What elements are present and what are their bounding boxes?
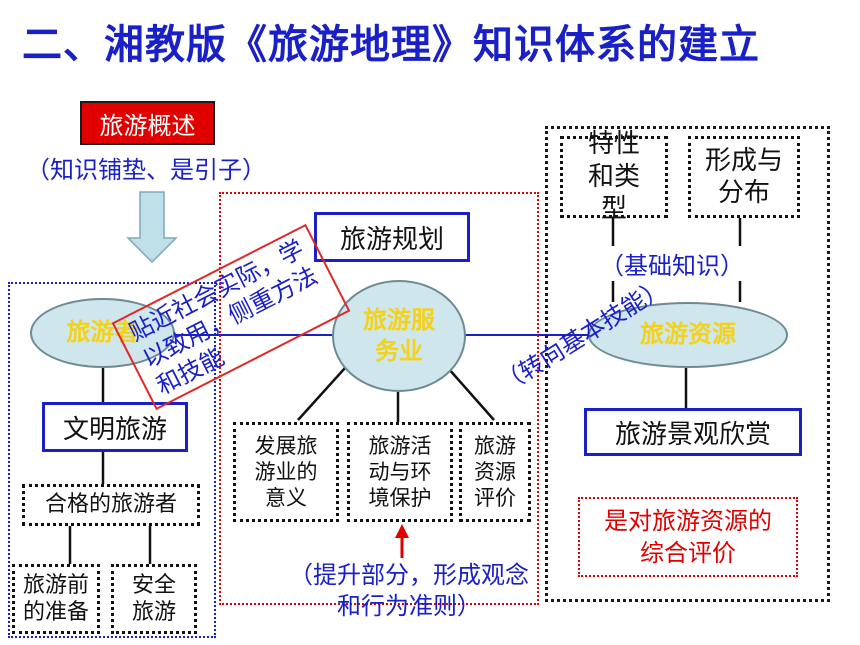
resources-ellipse: 旅游资源 (588, 302, 788, 368)
comprehensive-box: 是对旅游资源的综合评价 (578, 497, 798, 577)
prep-box: 旅游前的准备 (12, 564, 100, 634)
down-arrow (126, 191, 178, 264)
characteristics-box: 特性和类型 (560, 129, 668, 224)
activity-box: 旅游活动与环境保护 (347, 422, 453, 522)
link-service-significance (297, 367, 346, 421)
qualified-box: 合格的旅游者 (22, 484, 200, 526)
significance-box: 发展旅游业的意义 (233, 422, 339, 522)
tourist-frame (8, 282, 216, 638)
landscape-box: 旅游景观欣赏 (584, 408, 802, 456)
resources-frame (545, 126, 830, 602)
overview-box: 旅游概述 (80, 101, 215, 145)
service-ellipse: 旅游服务业 (332, 280, 466, 392)
page-title: 二、湘教版《旅游地理》知识体系的建立 (22, 22, 760, 68)
safety-box: 安全旅游 (111, 564, 197, 634)
link-service-evaluation (447, 367, 495, 421)
evaluation-box: 旅游资源评价 (459, 422, 531, 522)
planning-box: 旅游规划 (314, 212, 470, 262)
civilized-box: 文明旅游 (42, 402, 188, 452)
red-up-arrow-head (395, 524, 409, 538)
tourist-ellipse: 旅游者 (30, 298, 175, 368)
service-frame (219, 192, 539, 605)
basic-note: （基础知识） (600, 246, 744, 281)
overview-note: （知识铺垫、是引子） (26, 156, 266, 184)
formation-box: 形成与分布 (688, 136, 800, 218)
middle-note: （提升部分，形成观念和行为准则） (289, 561, 529, 621)
